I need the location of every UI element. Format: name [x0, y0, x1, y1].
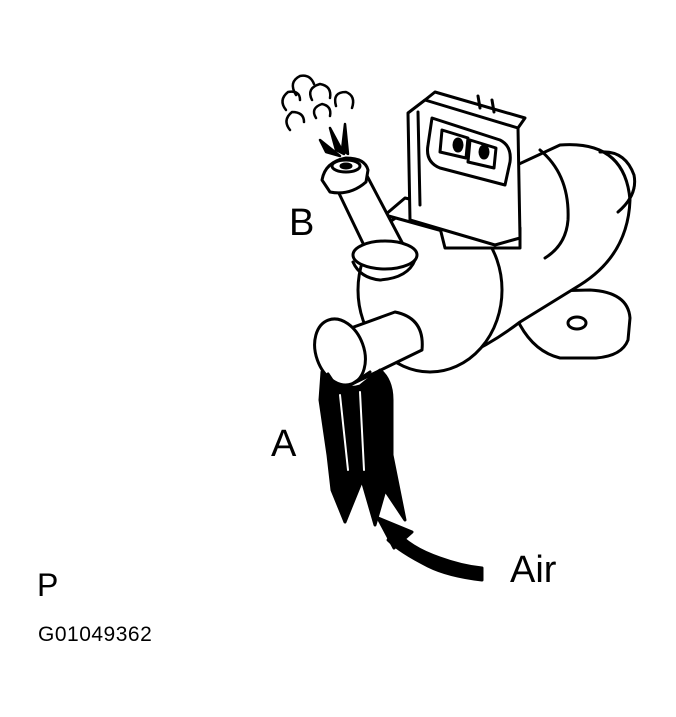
port-a-label: A — [271, 423, 297, 465]
view-code-label: P — [37, 567, 59, 603]
port-b-nozzle — [320, 156, 419, 282]
air-label: Air — [510, 549, 557, 591]
curved-arrow-icon — [376, 516, 484, 582]
air-puff-icon — [281, 74, 355, 158]
port-b-label: B — [289, 202, 315, 244]
port-a-elbow — [313, 310, 424, 394]
figure-id: G01049362 — [38, 623, 153, 646]
electrical-connector — [406, 90, 527, 247]
black-hose-icon — [318, 368, 407, 527]
